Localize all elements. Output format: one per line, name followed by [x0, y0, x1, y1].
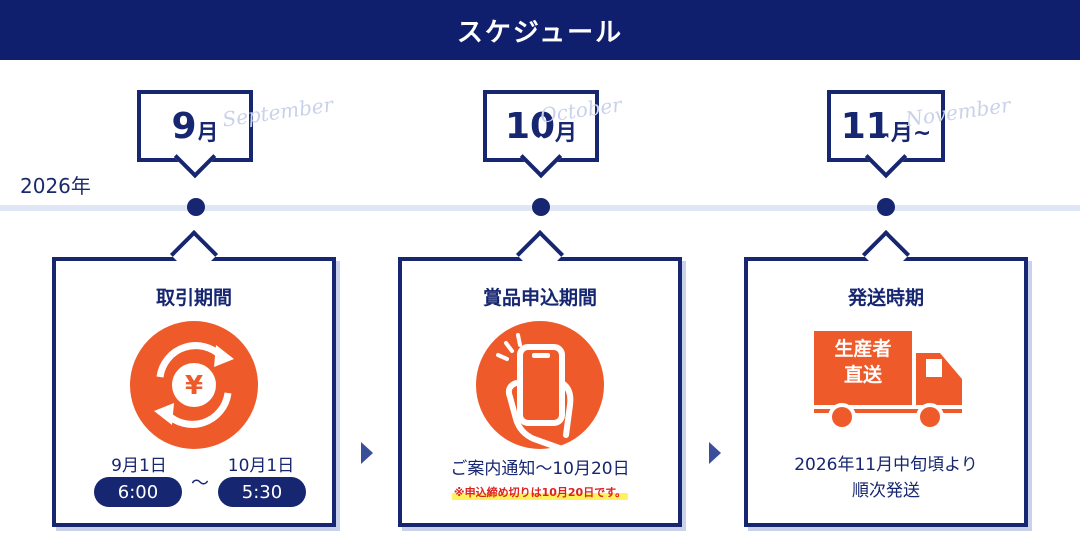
truck-label-line: 直送	[843, 363, 882, 386]
card-title: 取引期間	[155, 287, 232, 309]
timeline-dot	[877, 198, 895, 216]
month-number: 10	[504, 105, 556, 147]
smartphone-hand-icon	[476, 321, 604, 452]
end-time-badge: 5:30	[218, 477, 306, 507]
card-application-period: 賞品申込期間 ご案内通知～10月20日 ※申込締め切りは10月20日です。	[398, 229, 682, 527]
month-suffix: 月~	[890, 121, 932, 146]
timeline-dot	[187, 198, 205, 216]
next-arrow-icon	[709, 442, 721, 464]
page-title: スケジュール	[456, 17, 624, 48]
card-notch	[515, 229, 565, 279]
shipping-text-line: 2026年11月中旬頃より	[794, 455, 978, 475]
truck-label-line: 生産者	[834, 338, 892, 360]
card-notch	[169, 229, 219, 279]
card-title: 賞品申込期間	[482, 287, 597, 309]
timeline-dot	[532, 198, 550, 216]
date-separator: ～	[191, 473, 209, 494]
header-bar: スケジュール	[0, 0, 1080, 60]
truck-label: 生産者 直送	[814, 337, 912, 388]
card-trade-period: 取引期間 ¥ 9月1日 6:00 ～ 10月1日 5:30	[52, 229, 336, 527]
month-box-october: 10 月	[483, 90, 599, 179]
month-box-september: 9 月	[137, 90, 253, 179]
shipping-text: 2026年11月中旬頃より 順次発送	[748, 453, 1024, 504]
svg-text:¥: ¥	[185, 371, 203, 401]
deadline-note: ※申込締め切りは10月20日です。	[451, 484, 629, 500]
start-time-badge: 6:00	[94, 477, 182, 507]
end-date: 10月1日	[227, 456, 295, 476]
card-title: 発送時期	[847, 287, 924, 309]
month-box-november: 11 月~	[827, 90, 945, 179]
next-arrow-icon	[361, 442, 373, 464]
shipping-text-line: 順次発送	[852, 480, 920, 501]
timeline-year: 2026年	[20, 174, 91, 198]
start-date: 9月1日	[111, 456, 167, 476]
card-shipping-period: 発送時期 生産者 直送 2026年11月中旬頃より 順次発送	[744, 229, 1028, 527]
month-suffix: 月	[555, 121, 578, 146]
card-notch	[861, 229, 911, 279]
application-period-text: ご案内通知～10月20日	[450, 459, 630, 479]
yen-cycle-icon: ¥	[130, 321, 258, 449]
delivery-truck-icon: 生産者 直送	[810, 327, 970, 437]
month-suffix: 月	[196, 121, 219, 146]
